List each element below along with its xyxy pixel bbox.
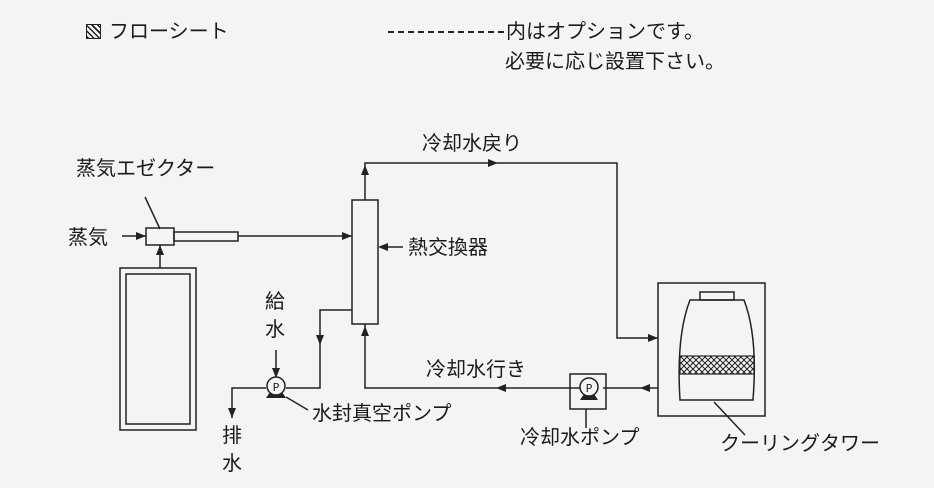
cooling-water-return-label: 冷却水戻り <box>422 131 522 155</box>
arrow-drain-icon <box>228 408 236 418</box>
drain-label-2: 水 <box>222 451 242 475</box>
cooling-water-return-pipe <box>364 162 658 339</box>
supply-water-label-1: 給 <box>265 289 285 313</box>
arrow-return-right-icon <box>488 159 498 167</box>
arrow-supply-left-icon <box>496 384 506 392</box>
cooling-tower-fill-media <box>679 355 755 375</box>
hatched-square-icon <box>86 24 101 39</box>
water-seal-vacuum-pump-label: 水封真空ポンプ <box>312 401 452 425</box>
tank-outer <box>119 267 197 431</box>
svg-text:P: P <box>586 382 593 395</box>
drain-pipe <box>231 387 266 418</box>
flow-sheet-title-text: フローシート <box>109 19 229 43</box>
tank-inner <box>125 273 191 425</box>
heat-exchanger <box>351 199 379 325</box>
cooling-tower-label: クーリングタワー <box>720 431 880 455</box>
flow-sheet-title: フローシート <box>86 20 229 42</box>
drain-label-1: 排 <box>222 423 242 447</box>
exchanger-to-vacuum-pump-pipe <box>286 309 352 389</box>
water-seal-vacuum-pump-icon: P <box>266 376 286 398</box>
heat-exchanger-label: 熱交換器 <box>408 235 488 259</box>
arrow-heat-exchanger-leader-icon <box>378 243 388 251</box>
arrow-supply-up-icon <box>361 326 369 336</box>
arrow-steam-icon <box>136 232 146 240</box>
cooling-water-pump-enclosure <box>569 373 607 410</box>
ejector-leader <box>144 196 161 230</box>
steam-label: 蒸気 <box>68 225 108 249</box>
steam-ejector-label: 蒸気エゼクター <box>76 156 216 180</box>
arrow-tower-out-icon <box>640 384 650 392</box>
option-note-line2: 必要に応じ設置下さい。 <box>505 49 725 73</box>
cooling-tower-fan <box>699 291 735 301</box>
dashed-line-legend <box>388 31 504 33</box>
arrow-exchanger-up-icon <box>361 165 369 175</box>
cooling-tower-enclosure <box>657 282 766 417</box>
ejector-diffuser <box>173 231 239 242</box>
arrow-tank-up-icon <box>156 245 164 255</box>
cooling-water-supply-label: 冷却水行き <box>426 357 526 381</box>
arrow-to-pump-down-icon <box>316 335 324 345</box>
supply-water-label-2: 水 <box>265 317 285 341</box>
arrow-into-tower-icon <box>648 334 658 342</box>
cooling-tower-leader <box>713 401 746 436</box>
cooling-water-supply-pipe <box>364 324 580 389</box>
option-note-text: 内はオプションです。 <box>506 19 704 43</box>
vacuum-pump-leader <box>285 396 309 411</box>
arrow-to-exchanger-icon <box>342 232 352 240</box>
cooling-tower-body <box>678 299 756 401</box>
option-note-line1: 内はオプションです。 <box>388 20 704 42</box>
steam-ejector <box>145 227 175 246</box>
cooling-water-pump-label: 冷却水ポンプ <box>520 425 640 449</box>
arrow-supply-water-icon <box>272 368 280 378</box>
cooling-water-pump-icon: P <box>579 377 599 400</box>
svg-text:P: P <box>273 381 280 394</box>
